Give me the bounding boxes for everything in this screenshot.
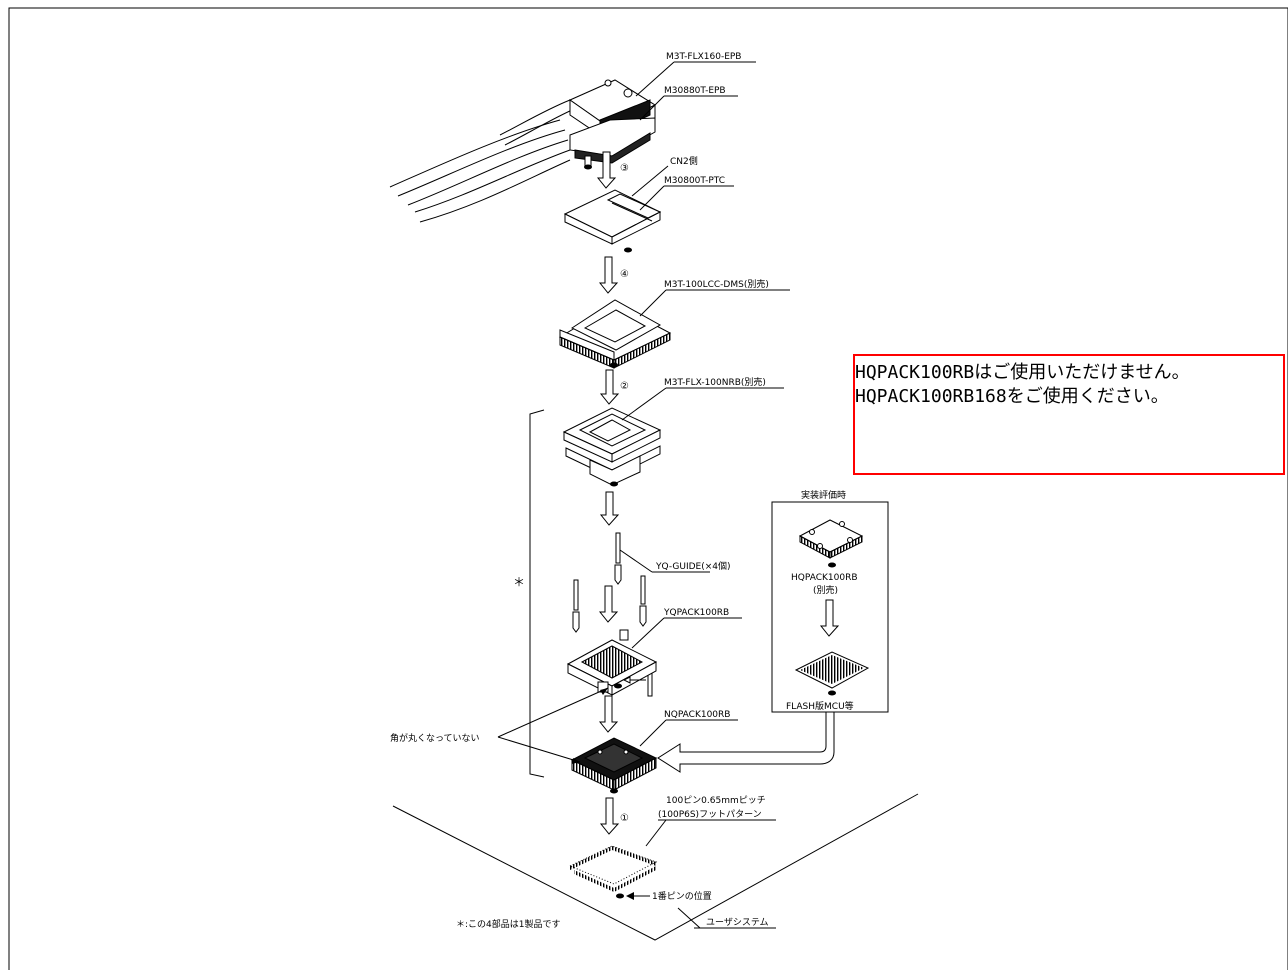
yqpack100rb: [566, 629, 658, 696]
step-2: ②: [620, 381, 629, 392]
label-corner-not-rounded: 角が丸くなっていない: [390, 732, 480, 744]
flash-mcu: [794, 651, 870, 689]
arrow-eval-to-nqpack: [657, 711, 835, 773]
arrow-into-yqpack: [598, 585, 619, 623]
nqpack100rb: [570, 737, 658, 791]
label-yqpack100rb: YQPACK100RB: [663, 608, 729, 618]
page-frame: [8, 7, 1288, 974]
m3t-100lcc-dms-socket: [558, 299, 672, 369]
label-hqpack100rb: HQPACK100RB: [791, 573, 858, 583]
arrow-step-3: [596, 151, 617, 189]
footnote: ＊:この4部品は1製品です: [456, 918, 561, 930]
label-pin-pattern-1: 100ピン0.65mmピッチ: [666, 795, 766, 806]
m3t-flx-100nrb-board: [562, 407, 662, 486]
step-3: ③: [620, 163, 629, 174]
label-flash-mcu: FLASH版MCU等: [786, 700, 854, 712]
arrow-step-1: [599, 797, 620, 835]
label-cn2-side: CN2側: [670, 155, 698, 167]
arrow-hqpack-to-flash: [819, 599, 840, 637]
label-nqpack100rb: NQPACK100RB: [664, 710, 730, 720]
yq-guide-pins: [572, 532, 653, 697]
product-bracket: [529, 409, 545, 778]
label-m3t-flx160-epb: M3T-FLX160-EPB: [666, 52, 741, 62]
arrow-step-4: [598, 256, 619, 294]
arrow-step-2: [599, 369, 620, 405]
label-m3t-100lcc-dms: M3T-100LCC-DMS(別売): [664, 278, 769, 290]
hqpack100rb: [798, 519, 864, 559]
foot-pattern: [568, 845, 658, 892]
label-pin1-position: 1番ピンの位置: [652, 890, 712, 902]
arrow-into-nqpack: [598, 695, 619, 733]
label-m30800t-ptc: M30800T-PTC: [664, 176, 725, 186]
label-yq-guide: YQ-GUIDE(×4個): [655, 560, 731, 572]
arrow-nrb-down: [599, 491, 620, 526]
label-eval-title: 実装評価時: [801, 489, 846, 501]
step-4: ④: [620, 269, 629, 280]
step-1: ①: [620, 813, 629, 824]
label-m30880t-epb: M30880T-EPB: [664, 86, 726, 96]
label-pin-pattern-2: (100P6S)フットパターン: [658, 809, 762, 820]
label-user-system: ユーザシステム: [706, 917, 769, 928]
label-m3t-flx-100nrb: M3T-FLX-100NRB(別売): [664, 376, 766, 388]
asterisk-mark: ＊: [513, 575, 525, 589]
notice-line-1: HQPACK100RBはご使用いただけません。: [855, 362, 1190, 383]
user-system-board: [392, 793, 919, 941]
m30800t-ptc-board: [563, 189, 662, 245]
label-hqpack-sold-separately: (別売): [813, 584, 838, 596]
notice-box: HQPACK100RBはご使用いただけません。 HQPACK100RB168をご…: [853, 354, 1285, 475]
probe-body: [568, 79, 657, 171]
notice-line-2: HQPACK100RB168をご使用ください。: [855, 386, 1169, 407]
emulator-probe-cable: [389, 99, 573, 223]
